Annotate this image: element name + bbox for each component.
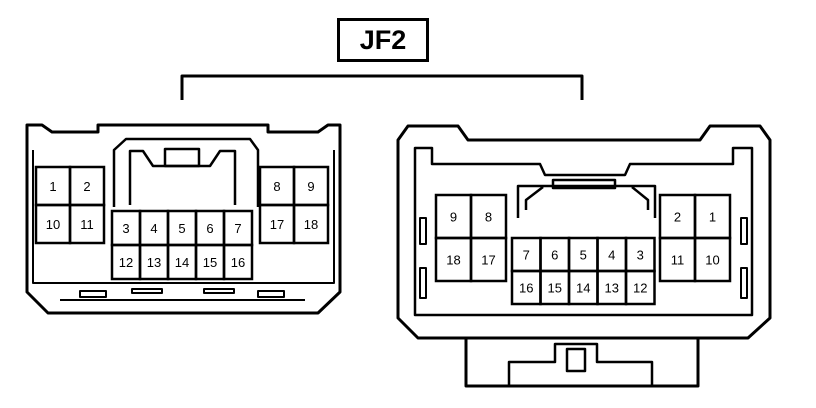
- left-right-pin-cell: [292, 203, 330, 245]
- right-right-pin-cell: [693, 236, 732, 283]
- right-center-pin-label: 5: [580, 248, 587, 263]
- right-connector-inner: [413, 146, 754, 317]
- left-latch-tab: [163, 147, 201, 168]
- left-right-pin-label: 17: [270, 217, 284, 232]
- left-center-pin-label: 4: [150, 221, 157, 236]
- right-lock-button: [565, 347, 587, 373]
- left-bottom-slot: [131, 288, 163, 294]
- left-bottom-slot: [79, 290, 107, 298]
- right-side-slot: [419, 217, 427, 245]
- left-center-pin-label: 12: [119, 255, 133, 270]
- left-bottom-slot: [257, 290, 285, 298]
- left-right-pin-label: 18: [304, 217, 318, 232]
- right-left-pin-label: 8: [485, 210, 492, 225]
- left-center-pin-label: 13: [147, 255, 161, 270]
- left-connector-inner: [32, 150, 335, 284]
- right-left-pin-label: 9: [450, 210, 457, 225]
- right-right-pin-label: 1: [709, 210, 716, 225]
- left-center-pin-label: 16: [231, 255, 245, 270]
- right-center-pin-label: 3: [637, 248, 644, 263]
- left-center-pin-label: 6: [206, 221, 213, 236]
- left-left-pin-label: 10: [46, 217, 60, 232]
- left-latch-inner: [128, 149, 237, 205]
- right-center-pin-label: 15: [548, 281, 562, 296]
- right-center-pin-label: 12: [633, 281, 647, 296]
- right-side-slot: [419, 267, 427, 299]
- right-right-pin-label: 10: [705, 253, 719, 268]
- right-center-pin-label: 7: [523, 248, 530, 263]
- left-left-pin-label: 2: [83, 179, 90, 194]
- right-lock-tab: [507, 342, 654, 386]
- right-side-slot: [740, 267, 748, 299]
- right-side-slot: [740, 217, 748, 245]
- right-latch-arms: [524, 186, 650, 210]
- connector-label: JF2: [337, 18, 429, 62]
- right-center-pin-label: 6: [551, 248, 558, 263]
- left-center-pin-label: 14: [175, 255, 189, 270]
- right-latch-tab: [551, 178, 617, 190]
- right-latch: [516, 184, 657, 218]
- left-connector-outline: [25, 123, 342, 315]
- right-left-pin-cell: [469, 236, 508, 283]
- left-center-pin-cell: [222, 243, 254, 281]
- left-latch: [112, 137, 260, 207]
- right-bottom-lock: [464, 338, 700, 388]
- left-left-pin-label: 1: [49, 179, 56, 194]
- left-center-pin-label: 7: [234, 221, 241, 236]
- right-center-pin-label: 16: [519, 281, 533, 296]
- left-bottom-slot: [203, 288, 235, 294]
- right-right-pin-label: 11: [671, 253, 685, 268]
- left-left-pin-cell: [68, 203, 106, 245]
- right-center-pin-label: 13: [605, 281, 619, 296]
- left-right-pin-label: 9: [307, 179, 314, 194]
- right-left-pin-label: 17: [481, 253, 495, 268]
- left-center-pin-label: 3: [122, 221, 129, 236]
- left-center-pin-label: 15: [203, 255, 217, 270]
- right-left-pin-label: 18: [446, 253, 460, 268]
- right-center-pin-label: 4: [608, 248, 615, 263]
- right-connector-outline: [396, 124, 772, 340]
- left-right-pin-label: 8: [273, 179, 280, 194]
- bracket-line: [180, 74, 584, 100]
- left-left-pin-label: 11: [80, 217, 94, 232]
- right-center-pin-label: 14: [576, 281, 590, 296]
- right-right-pin-label: 2: [674, 210, 681, 225]
- left-center-pin-label: 5: [178, 221, 185, 236]
- right-center-pin-cell: [624, 269, 656, 306]
